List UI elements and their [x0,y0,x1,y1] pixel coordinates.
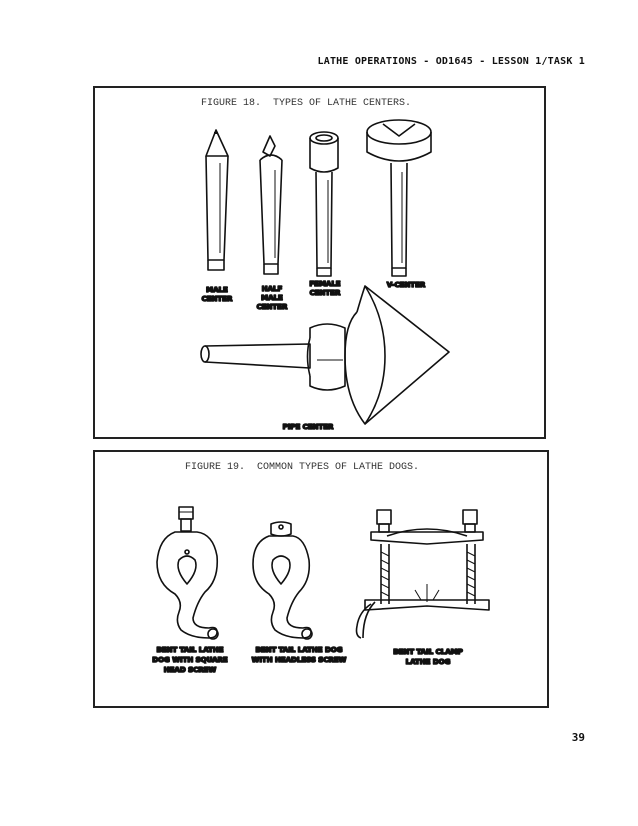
clamp-dog-drawing [355,509,490,639]
figure-18-caption: FIGURE 18. TYPES OF LATHE CENTERS. [201,98,412,109]
half-male-center-drawing [259,135,283,275]
v-center-label: V-CENTER [387,281,426,289]
lathe-centers-illustration: MALE CENTER HALF MALE CENTER FEMALE CENT… [200,119,450,432]
figure-19-box: FIGURE 19. COMMON TYPES OF LATHE DOGS. [93,450,549,708]
female-center-label-1: FEMALE [309,280,340,288]
clamp-dog-label-2: LATHE DOG [406,658,451,666]
square-head-dog-label-3: HEAD SCREW [164,666,217,674]
female-center-drawing [309,131,339,277]
square-head-dog-label-1: BENT TAIL LATHE [156,646,223,654]
headless-dog-label-2: WITH HEADLESS SCREW [252,656,347,664]
clamp-dog-label-1: BENT TAIL CLAMP [393,648,462,656]
lathe-dogs-illustration: BENT TAIL LATHE DOG WITH SQUARE HEAD SCR… [152,506,490,675]
male-center-label-1: MALE [206,286,228,294]
half-male-center-label-2: MALE [261,294,283,302]
square-head-screw-dog-drawing [156,506,219,640]
female-center-label-2: CENTER [310,289,341,297]
half-male-center-label-1: HALF [262,285,283,293]
headless-dog-label-1: BENT TAIL LATHE DOG [255,646,342,654]
running-head: LATHE OPERATIONS - OD1645 - LESSON 1/TAS… [317,56,585,67]
pipe-center-drawing [200,285,450,425]
figure-19-caption: FIGURE 19. COMMON TYPES OF LATHE DOGS. [185,462,420,473]
half-male-center-label-3: CENTER [257,303,288,311]
pipe-center-label: PIPE CENTER [283,423,334,431]
page-number: 39 [571,731,585,744]
male-center-label-2: CENTER [202,295,233,303]
figure-18-box: FIGURE 18. TYPES OF LATHE CENTERS. [93,86,546,439]
square-head-dog-label-2: DOG WITH SQUARE [152,656,228,664]
v-center-drawing [366,119,432,277]
male-center-drawing [205,129,229,271]
headless-screw-dog-drawing [252,521,313,640]
